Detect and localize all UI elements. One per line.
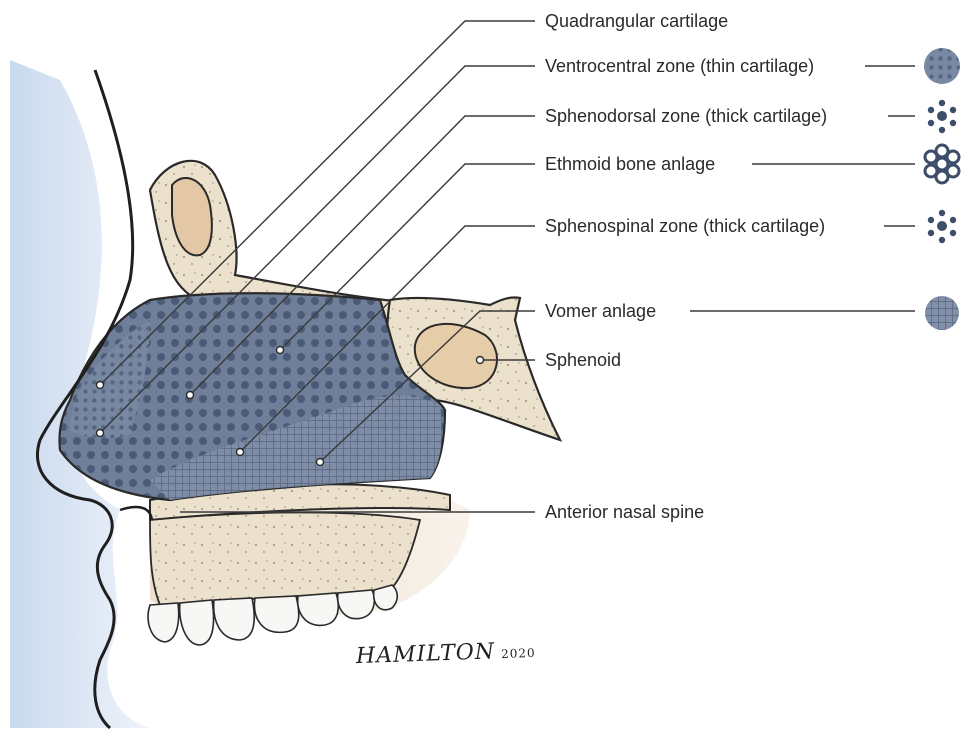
label-sphenodorsal-zone: Sphenodorsal zone (thick cartilage) <box>545 106 827 126</box>
label-ventrocentral-zone: Ventrocentral zone (thin cartilage) <box>545 56 814 76</box>
nostril-outline <box>120 507 152 520</box>
label-sphenoid: Sphenoid <box>545 350 621 370</box>
label-quadrangular-cartilage: Quadrangular cartilage <box>545 11 728 31</box>
honeycomb-icon <box>925 145 959 183</box>
thick-dot-cluster-icon <box>928 210 956 243</box>
label-ethmoid-bone-anlage: Ethmoid bone anlage <box>545 154 715 174</box>
grid-icon <box>925 296 959 330</box>
signature-name: HAMILTON <box>356 639 496 669</box>
label-anterior-nasal-spine: Anterior nasal spine <box>545 502 704 522</box>
fine-crosshatch-icon <box>924 48 960 84</box>
thick-dot-cluster-icon <box>928 100 956 133</box>
label-sphenospinal-zone: Sphenospinal zone (thick cartilage) <box>545 216 825 236</box>
signature-year: 2020 <box>501 646 536 661</box>
label-vomer-anlage: Vomer anlage <box>545 301 656 321</box>
